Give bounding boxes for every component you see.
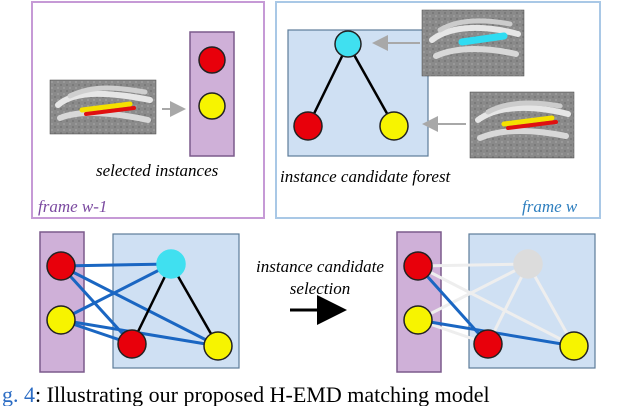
cell-image-candidate-red-yellow	[469, 91, 575, 159]
cyan-node	[334, 30, 362, 58]
selected-instances-label: selected instances	[96, 161, 219, 180]
gray-node	[513, 249, 543, 279]
yellow-node	[198, 92, 226, 120]
frame-prev-label: frame w-1	[38, 197, 107, 216]
figure-caption: g. 4: Illustrating our proposed H-EMD ma…	[2, 382, 490, 406]
caption-text: : Illustrating our proposed H-EMD matchi…	[35, 382, 490, 406]
selection-label-line1: instance candidate	[256, 257, 384, 276]
yellow-node	[46, 305, 76, 335]
yellow-node	[403, 305, 433, 335]
frame-prev-panel: selected instances frame w-1	[31, 1, 265, 219]
cell-image-candidate-cyan	[421, 9, 525, 77]
yellow-node	[203, 331, 233, 361]
red-node	[473, 329, 503, 359]
frame-current-label: frame w	[522, 197, 578, 216]
red-node	[198, 46, 226, 74]
matching-graph-after	[396, 231, 596, 373]
matching-graph-before	[39, 231, 240, 373]
red-node	[293, 111, 323, 141]
selection-label-line2: selection	[290, 279, 350, 298]
red-node	[46, 251, 76, 281]
yellow-node	[559, 331, 589, 361]
selection-step: instance candidate selection	[256, 257, 384, 325]
cyan-node	[156, 249, 186, 279]
frame-current-panel: instance candidate forest frame w	[275, 1, 601, 219]
instance-candidate-forest-label: instance candidate forest	[280, 167, 452, 186]
cell-image-prev	[49, 79, 157, 135]
red-node	[117, 329, 147, 359]
caption-figure-number: g. 4	[2, 382, 35, 406]
red-node	[403, 251, 433, 281]
yellow-node	[379, 111, 409, 141]
